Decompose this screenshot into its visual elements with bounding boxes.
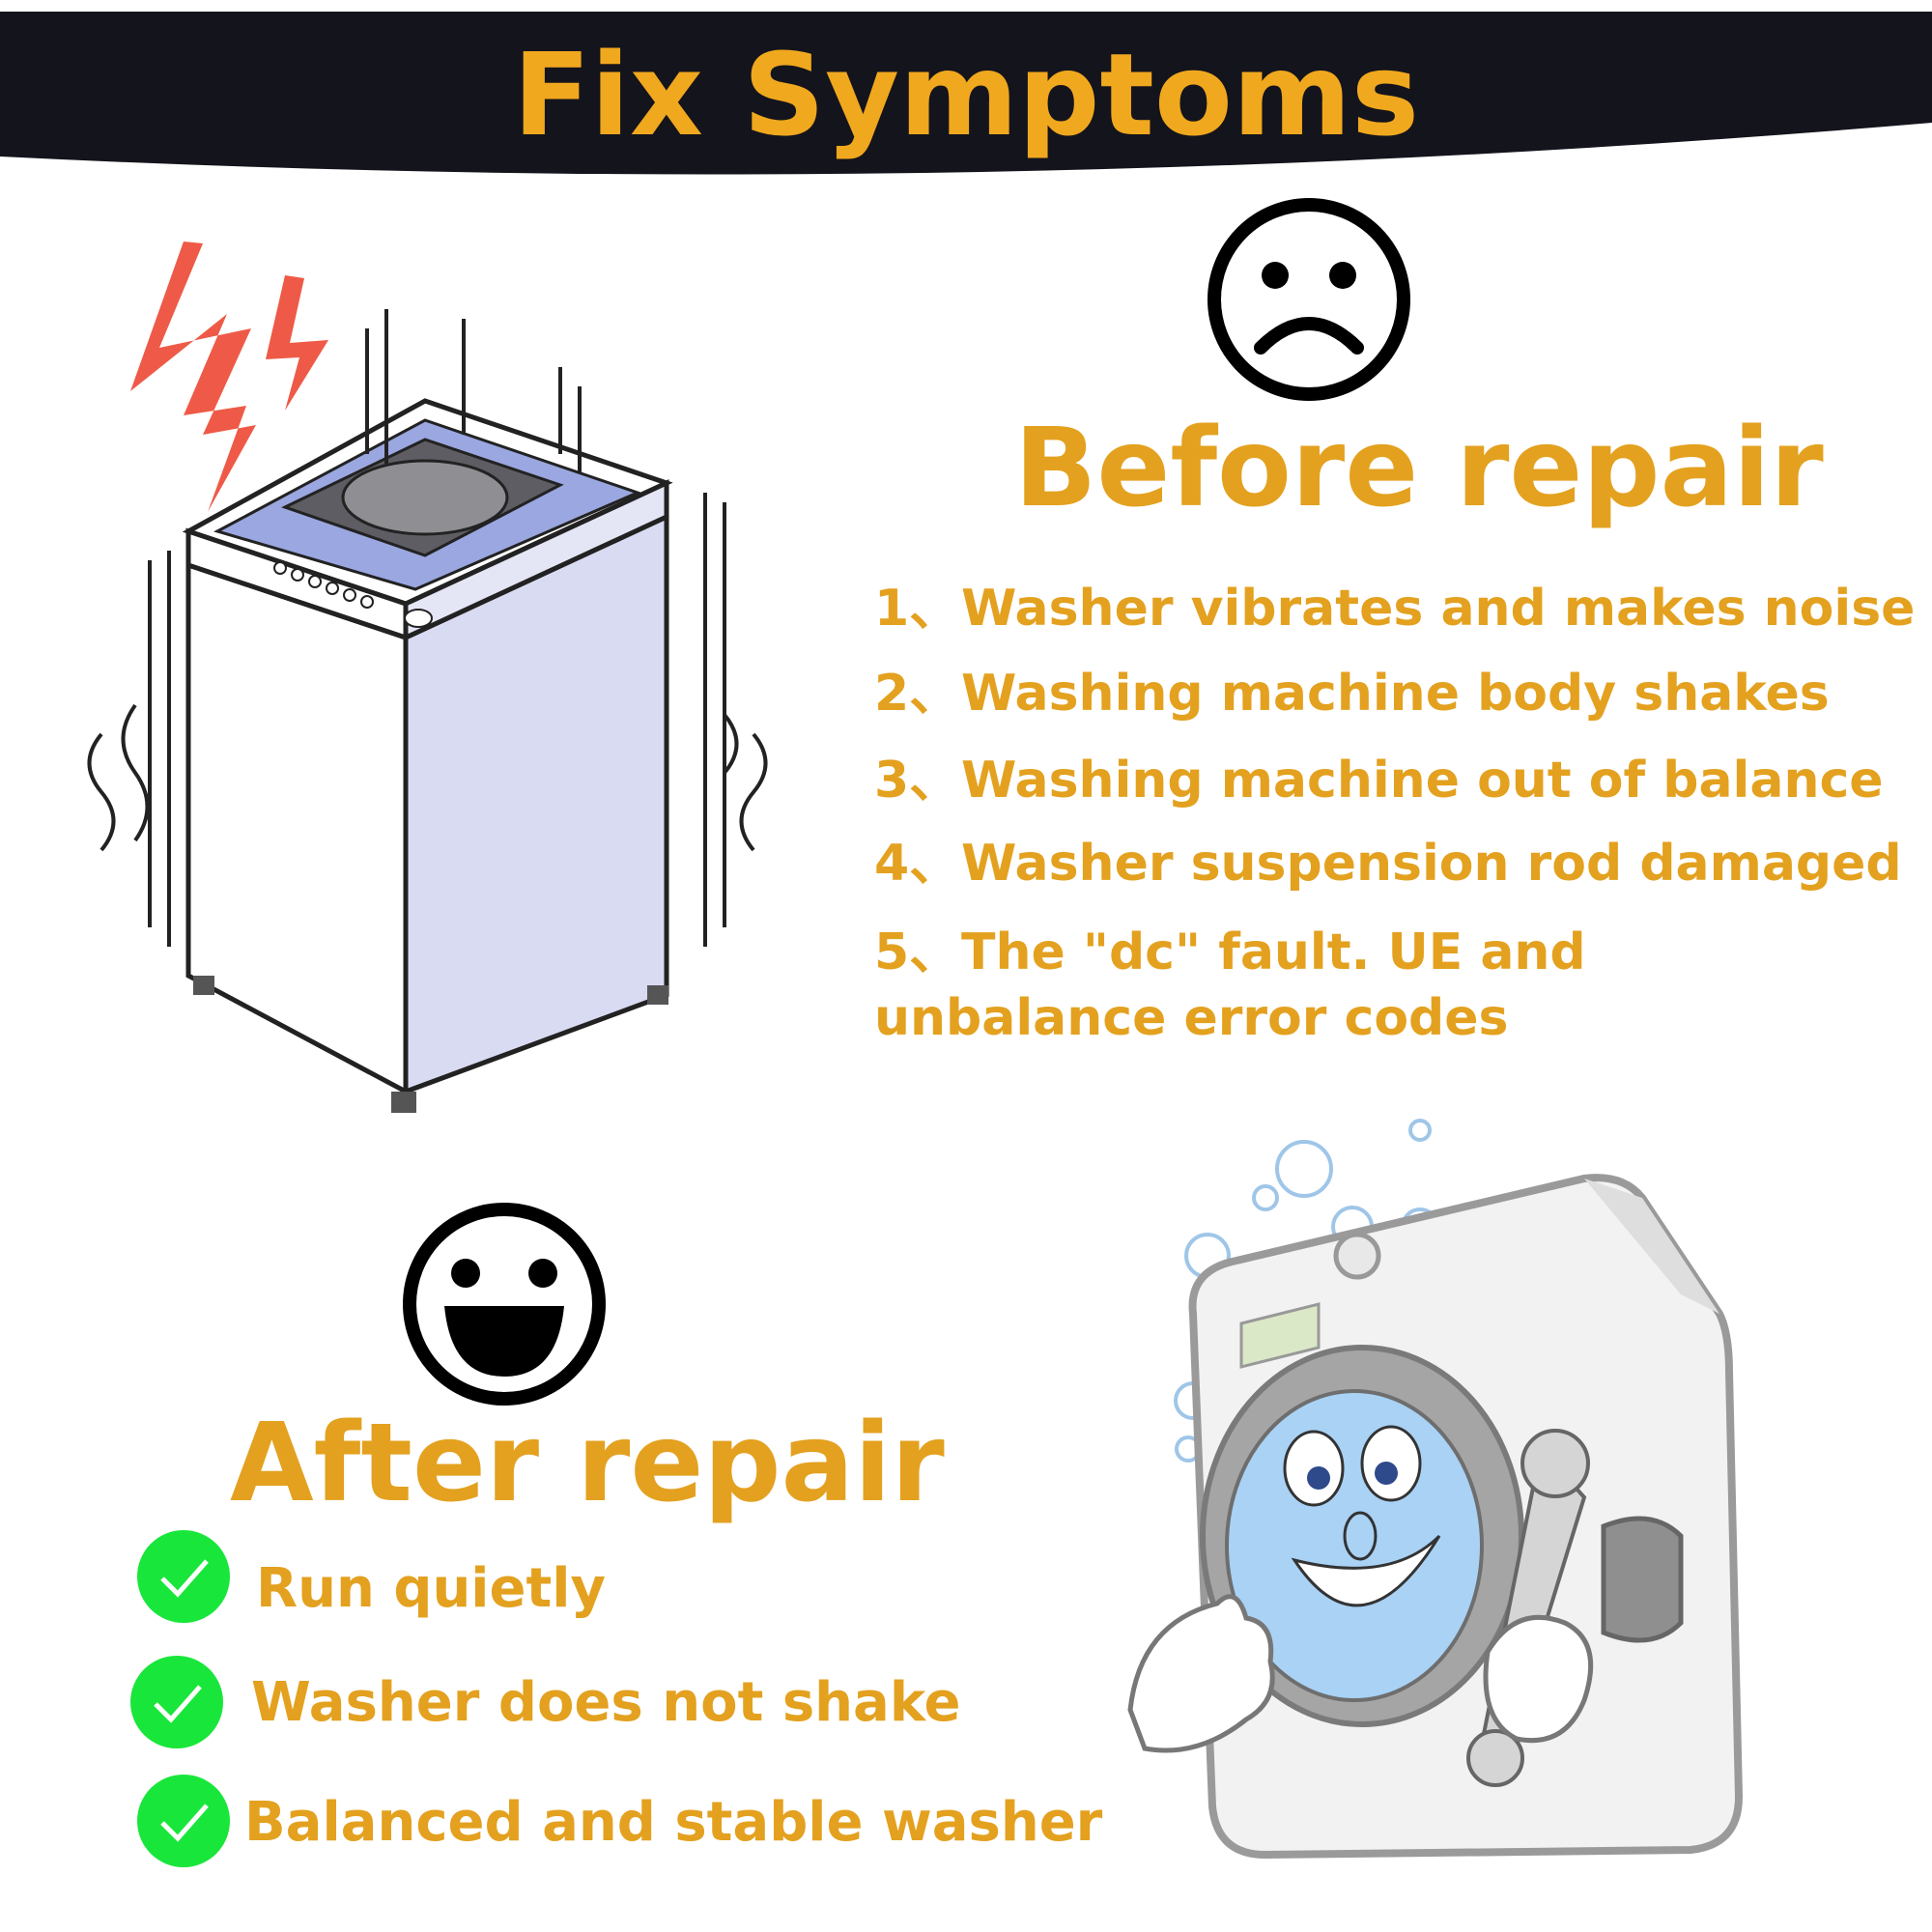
benefit-item: Balanced and stable washer — [244, 1791, 1103, 1854]
page-title: Fix Symptoms — [512, 28, 1420, 161]
symptom-item: 3、Washing machine out of balance — [874, 752, 1884, 810]
symptom-item: 5、The "dc" fault. UE and unbalance error… — [874, 923, 1586, 1047]
after-repair-title: After repair — [230, 1401, 945, 1526]
green-check-icon — [130, 1656, 223, 1748]
symptom-item: 4、Washer suspension rod damaged — [874, 835, 1902, 893]
lightning-icon — [130, 242, 328, 512]
green-check-icon — [137, 1530, 230, 1623]
happy-washer-mascot-illustration — [1127, 1119, 1744, 1860]
symptom-item: 1、Washer vibrates and makes noise — [874, 580, 1916, 638]
shaking-washer-illustration — [87, 242, 768, 1113]
header-banner — [0, 12, 1932, 175]
symptom-item: 2、Washing machine body shakes — [874, 665, 1830, 723]
benefit-item: Washer does not shake — [251, 1671, 961, 1734]
sad-face-icon — [1208, 198, 1410, 401]
benefit-item: Run quietly — [256, 1557, 606, 1620]
green-check-icon — [137, 1775, 230, 1867]
happy-face-icon — [403, 1203, 606, 1406]
before-repair-title: Before repair — [1014, 406, 1824, 531]
